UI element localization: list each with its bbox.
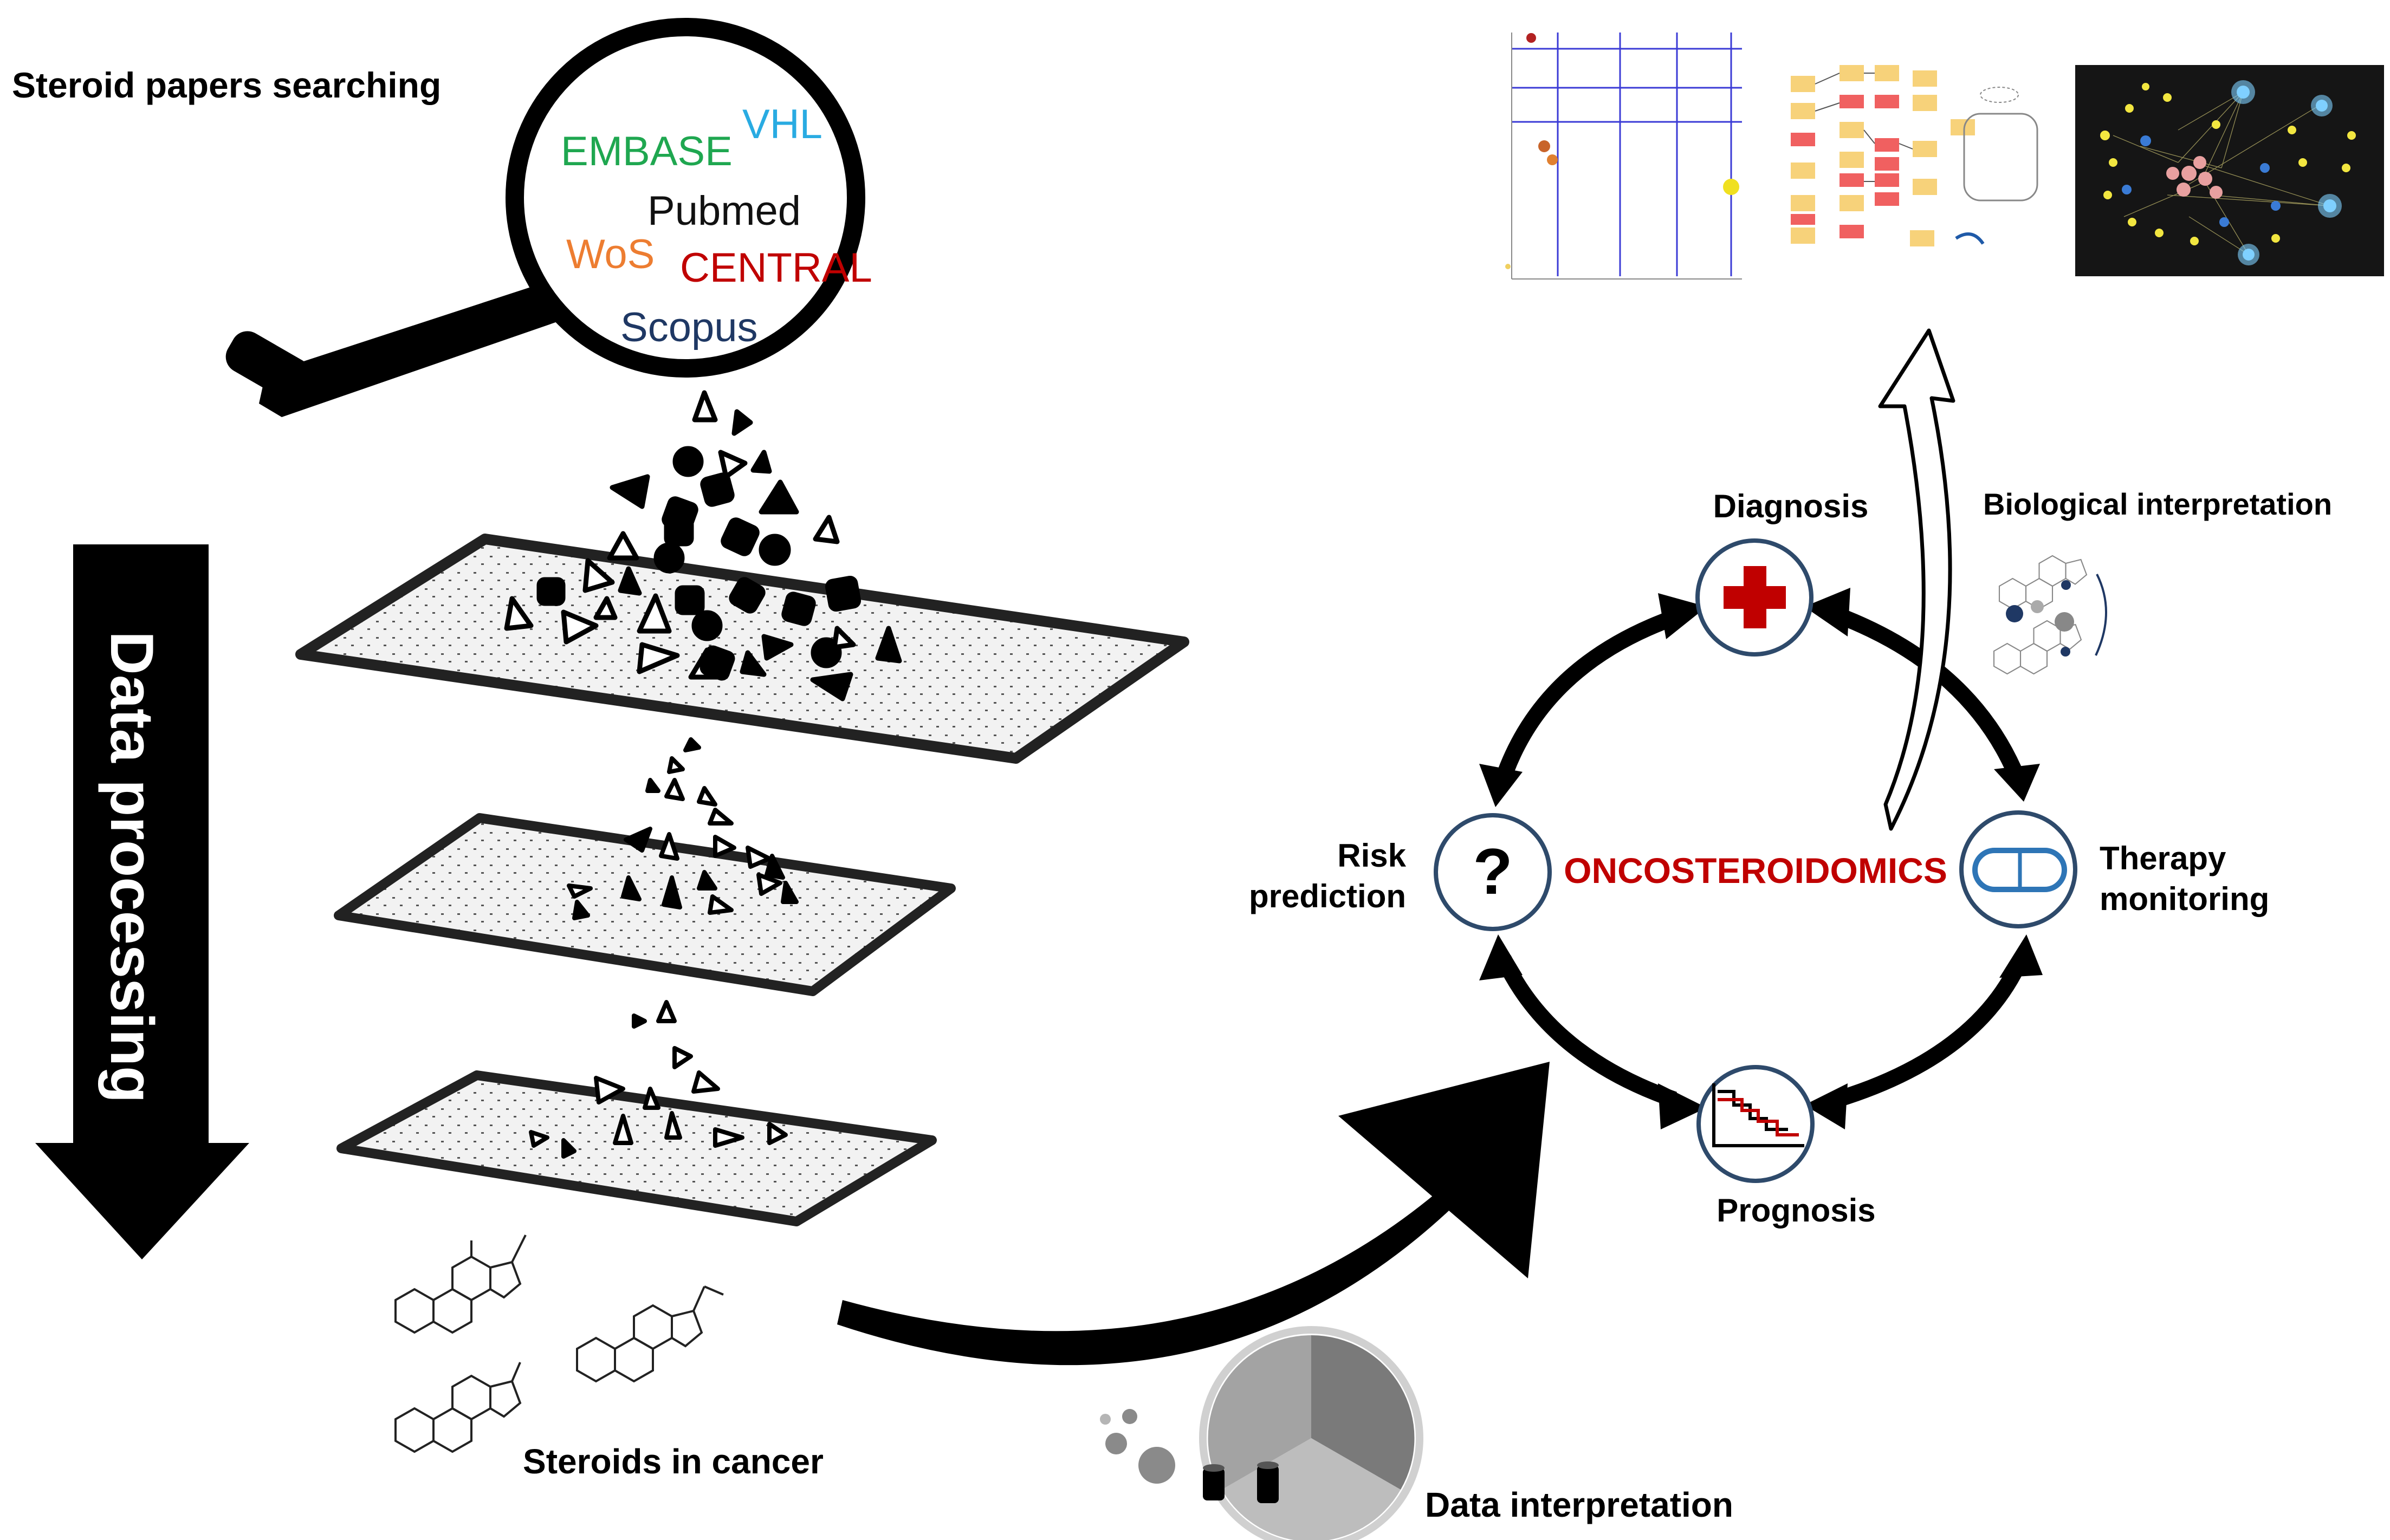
oncosteroidomics-title: ONCOSTEROIDOMICS <box>1564 850 1947 891</box>
survival-curve-icon <box>1712 1083 1804 1147</box>
pill-icon <box>1972 848 2067 892</box>
search-title: Steroid papers searching <box>12 65 441 105</box>
database-icon <box>1203 1461 1279 1503</box>
therapy-label-line1: Therapy <box>2100 840 2226 876</box>
data-interpretation-label: Data interpretation <box>1425 1485 1733 1524</box>
bio-interpretation-label: Biological interpretation <box>1983 487 2332 521</box>
question-icon: ? <box>1473 835 1512 908</box>
data-processing-arrow <box>35 544 249 1259</box>
db-central: CENTRAL <box>680 245 872 291</box>
cycle-arrows <box>1493 607 2029 1108</box>
paper-shapes-layer-1 <box>504 390 902 701</box>
cross-icon <box>1724 566 1786 628</box>
diagnosis-label: Diagnosis <box>1713 488 1869 524</box>
filter-sheet-2 <box>334 813 956 996</box>
db-pubmed: Pubmed <box>647 188 801 234</box>
prognosis-label: Prognosis <box>1717 1192 1875 1229</box>
bio-interpretation-arrow <box>1878 328 1955 831</box>
prognosis-node <box>1696 1065 1815 1183</box>
pie-cycle-icon <box>1199 1326 1423 1540</box>
pathway-plot-thumbnail <box>1485 22 1745 298</box>
db-scopus: Scopus <box>620 304 758 350</box>
paper-shapes-layer-2 <box>567 737 799 920</box>
network-thumbnail <box>2075 65 2384 276</box>
therapy-label-line2: monitoring <box>2100 881 2269 917</box>
steroids-in-cancer-label: Steroids in cancer <box>523 1442 824 1481</box>
gear-icon <box>1100 1409 1175 1484</box>
interpretation-arrow <box>837 1062 1550 1366</box>
filter-sheet-1 <box>295 534 1189 764</box>
risk-node <box>1434 813 1552 931</box>
diagnosis-node <box>1695 538 1813 657</box>
paper-shapes-layer-3 <box>529 1000 788 1159</box>
db-vhl: VHL <box>742 101 822 147</box>
steroid-structure-icon <box>394 1234 724 1453</box>
risk-label-line1: Risk <box>1337 837 1406 874</box>
pathway-diagram-thumbnail <box>1783 60 2043 260</box>
filter-sheet-3 <box>336 1070 937 1226</box>
magnifier-icon <box>225 18 865 417</box>
therapy-node <box>1959 810 2077 928</box>
db-wos: WoS <box>566 231 655 277</box>
cycle-arrowheads <box>1479 588 2043 1129</box>
db-embase: EMBASE <box>561 128 733 174</box>
risk-label-line2: prediction <box>1249 878 1406 914</box>
data-processing-label: Data processing <box>98 631 166 1103</box>
steroid-structure-icon <box>1993 555 2107 675</box>
